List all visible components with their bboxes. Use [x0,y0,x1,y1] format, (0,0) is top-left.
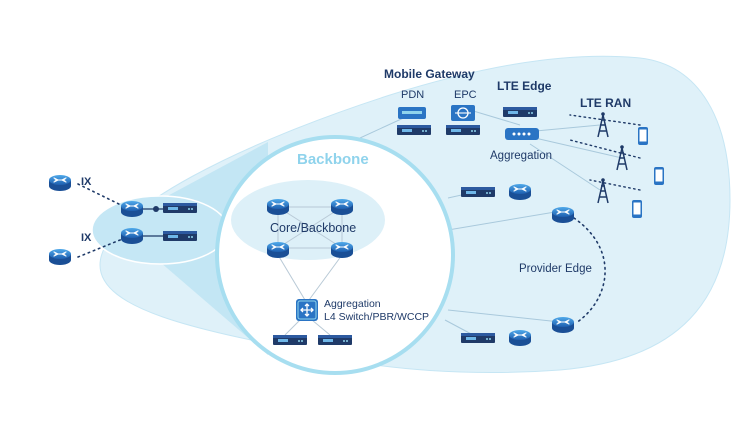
pdn-label: PDN [401,89,425,101]
router-icon [120,200,144,218]
server-icon [163,203,197,213]
aggregation-label: Aggregation [490,150,553,162]
ix-router-icon [48,174,72,192]
provider-edge-router-icon [551,206,575,224]
router-icon [508,329,532,347]
server-icon [446,125,480,135]
ix-top-label: IX [81,176,92,188]
router-icon [120,227,144,245]
router-icon [508,183,532,201]
aggregation-backbone-label: Aggregation [324,298,381,310]
phone-icon [638,127,648,145]
server-icon [461,333,495,343]
server-icon [318,335,352,345]
core-router-icon [330,241,354,259]
server-icon [461,187,495,197]
server-icon [397,125,431,135]
ix-router-icon [48,248,72,266]
mobile-gateway-label: Mobile Gateway [384,67,475,81]
core-backbone-label: Core/Backbone [270,221,357,235]
pdn-icon [398,107,426,119]
core-router-icon [266,198,290,216]
provider-edge-router-icon [551,316,575,334]
aggregation-switch-icon [505,128,539,140]
backbone-title: Backbone [297,151,369,168]
provider-edge-label: Provider Edge [519,263,592,275]
lte-edge-label: LTE Edge [497,79,552,93]
epc-label: EPC [454,89,477,101]
phone-icon [632,200,642,218]
lte-ran-label: LTE RAN [580,96,632,110]
l4-switch-label: L4 Switch/PBR/WCCP [324,311,430,323]
core-router-icon [266,241,290,259]
epc-icon [451,105,475,121]
lte-edge-server-icon [503,107,537,117]
server-icon [273,335,307,345]
l4-switch-icon [296,299,318,321]
ix-bottom-label: IX [81,232,92,244]
server-icon [163,231,197,241]
core-router-icon [330,198,354,216]
left-aggregation-ellipse [91,195,229,265]
phone-icon [654,167,664,185]
